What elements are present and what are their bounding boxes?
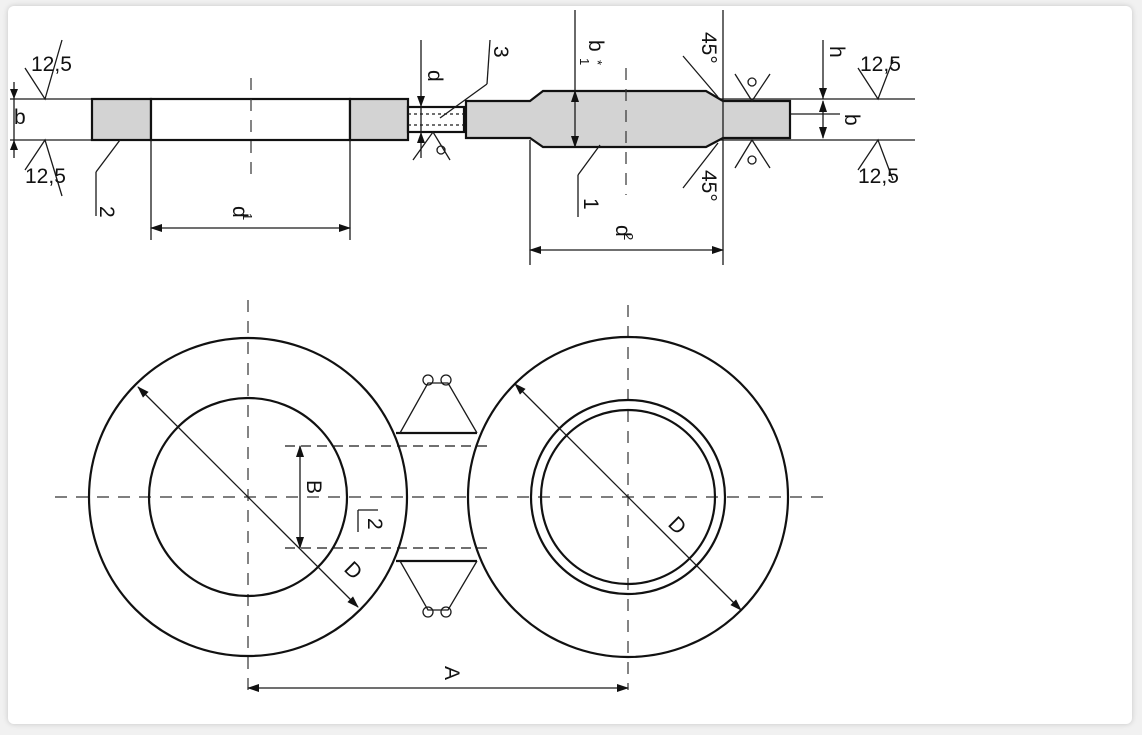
plan-view: B 2 D D A (55, 300, 825, 692)
h-label: h (825, 46, 848, 58)
b-label-left: b (14, 106, 26, 129)
angle-bottom: 45° (697, 170, 720, 202)
roughness-top-left: 12,5 (31, 53, 72, 76)
left-ring-left-wall (90, 97, 153, 142)
right-blank-outer (466, 335, 790, 659)
D-label-right: D (663, 512, 690, 539)
d1-sub: 1 (240, 213, 255, 220)
left-ring-outer (87, 336, 409, 658)
roughness-top-right: 12,5 (860, 53, 901, 76)
d2-label: d (611, 225, 634, 237)
D-label-left: D (339, 557, 366, 584)
section-view: b 12,5 12,5 2 d 1 d 3 b 1 * (10, 10, 915, 265)
d2-sub: 2 (621, 233, 636, 240)
B-label: B (302, 480, 325, 494)
b1-sub: 1 (577, 58, 592, 65)
A-label: A (440, 666, 463, 680)
angle-top: 45° (697, 32, 720, 64)
roughness-bottom-left: 12,5 (25, 165, 66, 188)
b-label-right: b (840, 114, 863, 126)
part2-label: 2 (95, 206, 118, 218)
roughness-bottom-right: 12,5 (858, 165, 899, 188)
b1-label: b (584, 40, 607, 52)
b1-star: * (590, 60, 605, 65)
part3-label: 3 (489, 46, 512, 58)
d1-label: d (228, 206, 251, 218)
two-label: 2 (363, 518, 386, 530)
part1-label: 1 (579, 198, 602, 210)
left-ring-right-wall (348, 97, 410, 142)
d-label: d (423, 70, 446, 82)
right-blank-section (464, 89, 792, 149)
connecting-web (406, 105, 466, 134)
